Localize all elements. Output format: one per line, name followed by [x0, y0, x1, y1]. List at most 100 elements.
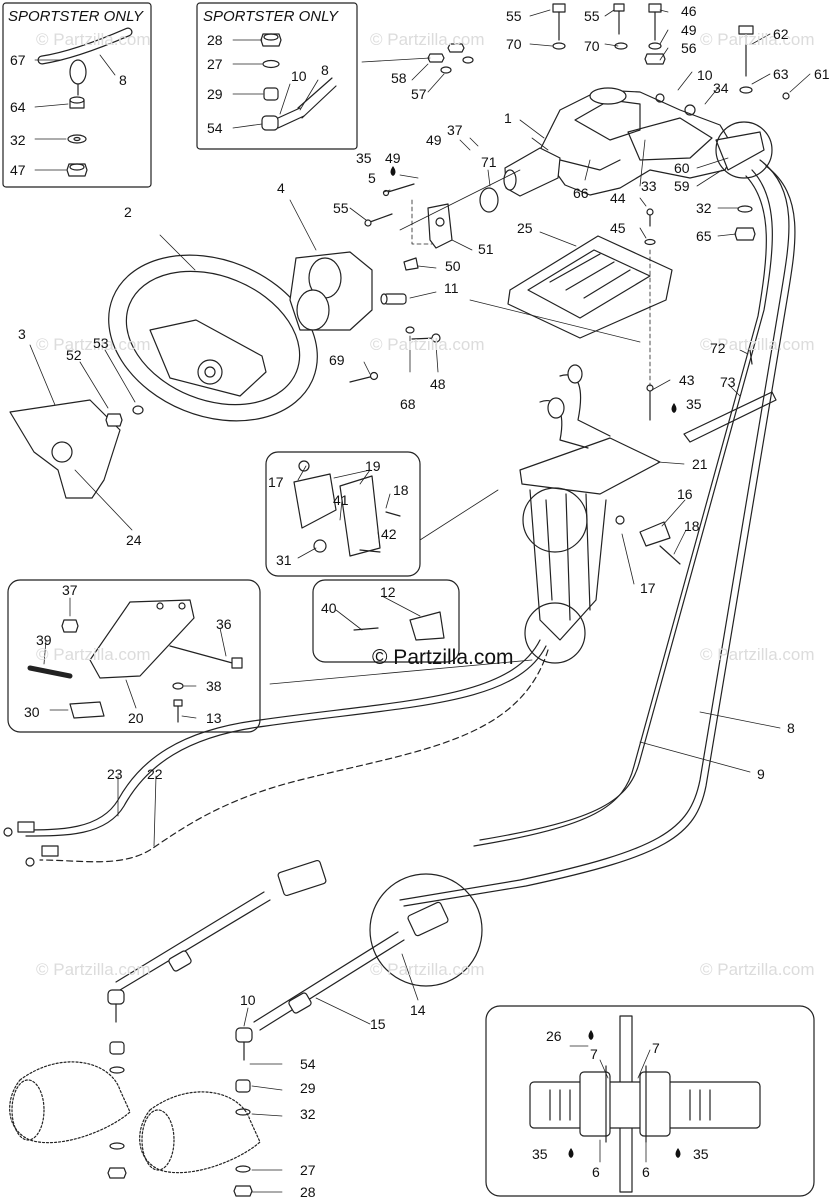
inset-lever-plates	[265, 451, 421, 577]
callout-10: 10	[240, 992, 256, 1008]
watermark: © Partzilla.com	[36, 645, 151, 664]
nut-65	[734, 227, 756, 241]
callout-21: 21	[692, 456, 708, 472]
ball-joint-10-lower	[235, 1027, 253, 1061]
callout-68: 68	[400, 396, 416, 412]
callout-36: 36	[216, 616, 232, 632]
callout-58: 58	[391, 70, 407, 86]
callout-17: 17	[640, 580, 656, 596]
pin-clip-12-40	[353, 611, 445, 641]
callout-28: 28	[300, 1184, 316, 1200]
outboard-outline	[9, 1061, 261, 1174]
callout-23: 23	[107, 766, 123, 782]
callout-29: 29	[300, 1080, 316, 1096]
pin-39	[27, 665, 73, 679]
callout-35: 35	[532, 1146, 548, 1162]
key-50	[403, 257, 419, 271]
lubricant-drop-icon	[390, 166, 681, 1158]
shift-lever-assembly-21	[519, 364, 661, 664]
cable-clamp-60-59	[715, 121, 773, 179]
watermark: © Partzilla.com	[370, 335, 485, 354]
shift-housing-66	[539, 87, 736, 196]
callout-73: 73	[720, 374, 736, 390]
washer-53	[132, 405, 144, 415]
callout-34: 34	[713, 80, 729, 96]
screw-69	[349, 371, 379, 383]
screw-61	[782, 92, 790, 100]
bolt-55-a	[552, 3, 566, 50]
watermark: © Partzilla.com	[36, 335, 151, 354]
watermark: © Partzilla.com	[36, 960, 151, 979]
bolt-46	[644, 3, 666, 65]
cable-8	[399, 159, 796, 907]
callout-41: 41	[333, 492, 349, 508]
nut-28-right	[260, 33, 282, 47]
callout-32: 32	[696, 200, 712, 216]
callout-70: 70	[506, 36, 522, 52]
ball-joint-54-right	[261, 77, 337, 131]
callout-63: 63	[773, 66, 789, 82]
callout-48: 48	[430, 376, 446, 392]
callout-18: 18	[393, 482, 409, 498]
steering-wheel-2	[108, 254, 318, 422]
cable-end-22	[25, 845, 59, 867]
bushing-11	[380, 293, 407, 305]
nuts-58-57	[427, 43, 474, 74]
screw-44-washer-45	[644, 208, 656, 246]
callout-44: 44	[610, 190, 626, 206]
watermark: © Partzilla.com	[700, 645, 815, 664]
leader-lines	[29, 9, 811, 1193]
bolt-36	[169, 645, 243, 669]
callout-16: 16	[677, 486, 693, 502]
callout-2: 2	[124, 204, 132, 220]
bolt-55-b	[613, 3, 628, 50]
inset-pin-clip	[312, 579, 460, 663]
callout-11: 11	[444, 280, 459, 296]
callout-19: 19	[365, 458, 381, 474]
callout-72: 72	[710, 340, 726, 356]
console-cover-25	[507, 235, 673, 339]
callout-55: 55	[506, 8, 522, 24]
callout-55: 55	[584, 8, 600, 24]
callout-38: 38	[206, 678, 222, 694]
cable-22	[39, 649, 549, 863]
callout-43: 43	[679, 372, 695, 388]
callout-24: 24	[126, 532, 142, 548]
cable-15	[253, 873, 483, 1031]
callout-7: 7	[590, 1046, 598, 1062]
ball-joint-left-lower	[107, 989, 125, 1023]
callout-6: 6	[592, 1164, 600, 1180]
callout-54: 54	[300, 1056, 316, 1072]
shaft-1	[503, 147, 561, 197]
inset-sportster-left	[2, 2, 152, 188]
callout-30: 30	[24, 704, 40, 720]
watermark: © Partzilla.com	[36, 30, 151, 49]
callout-14: 14	[410, 1002, 426, 1018]
callout-46: 46	[681, 3, 697, 19]
callout-60: 60	[674, 160, 690, 176]
callout-13: 13	[206, 710, 222, 726]
callout-5: 5	[368, 170, 376, 186]
cable-adjuster-left	[115, 859, 327, 991]
callout-6: 6	[642, 1164, 650, 1180]
callout-65: 65	[696, 228, 712, 244]
callout-15: 15	[370, 1016, 386, 1032]
callout-35: 35	[686, 396, 702, 412]
callout-35: 35	[356, 150, 372, 166]
callout-51: 51	[478, 241, 494, 257]
callout-10: 10	[291, 68, 307, 84]
bolt-62	[738, 25, 754, 94]
callout-25: 25	[517, 220, 533, 236]
callout-66: 66	[573, 185, 589, 201]
callout-40: 40	[321, 600, 337, 616]
inset-sportster-right	[196, 2, 358, 150]
callout-57: 57	[411, 86, 427, 102]
stack-left	[107, 1041, 127, 1179]
washer-16-bolt-18	[639, 521, 681, 565]
callout-52: 52	[66, 347, 82, 363]
callout-20: 20	[128, 710, 144, 726]
callout-17: 17	[268, 474, 284, 490]
stack-right	[233, 1079, 253, 1197]
callout-47: 47	[10, 162, 26, 178]
